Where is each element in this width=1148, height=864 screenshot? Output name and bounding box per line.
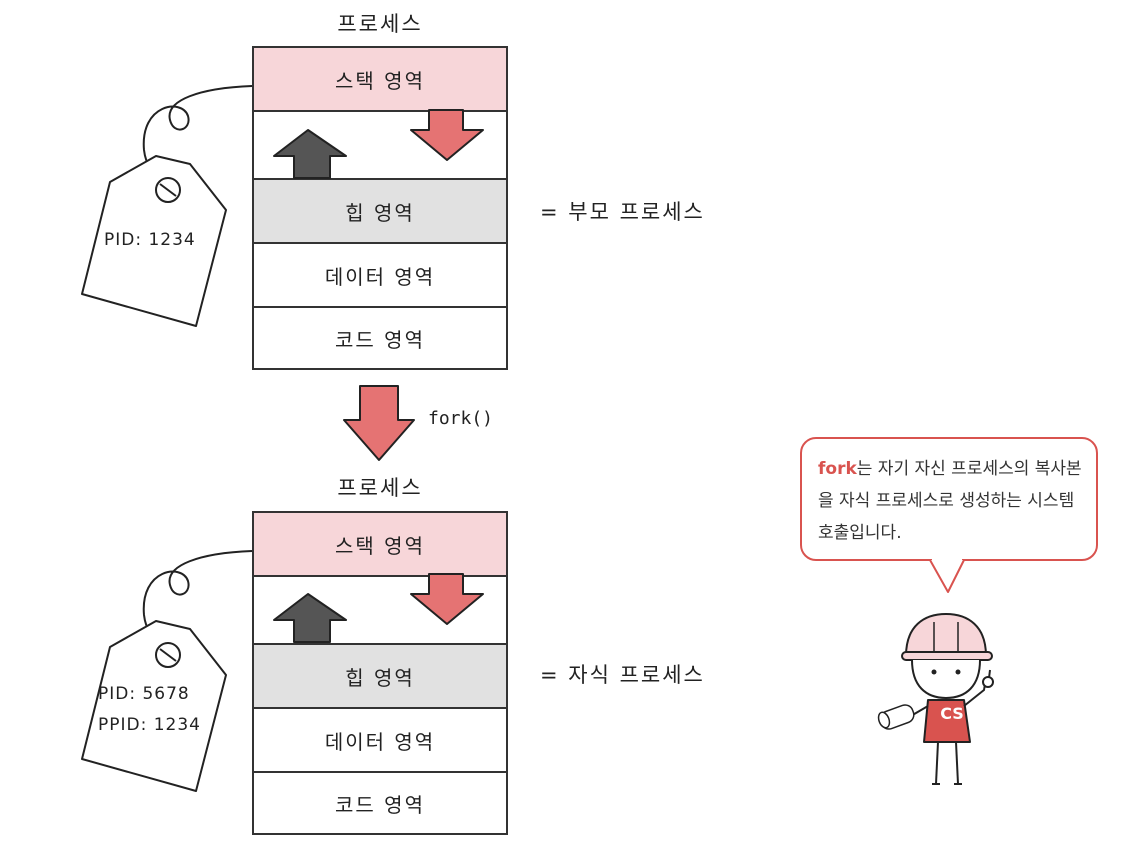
child-pid-text: PID: 5678 — [98, 684, 190, 704]
bubble-body: 는 자기 자신 프로세스의 복사본을 자식 프로세스로 생성하는 시스템 호출입… — [818, 459, 1082, 543]
parent-heap-segment: 힙 영역 — [254, 178, 506, 242]
speech-bubble-tail — [929, 558, 965, 593]
parent-heap-grow-up-icon — [273, 129, 347, 179]
fork-arrow-icon — [343, 385, 415, 461]
parent-stack-grow-down-icon — [410, 109, 484, 161]
child-code-label: 코드 영역 — [335, 792, 425, 817]
child-heap-label: 힙 영역 — [345, 665, 415, 690]
child-code-segment: 코드 영역 — [254, 771, 506, 833]
parent-pid-tag — [81, 85, 253, 327]
child-data-label: 데이터 영역 — [324, 729, 436, 754]
speech-bubble: fork는 자기 자신 프로세스의 복사본을 자식 프로세스로 생성하는 시스템… — [800, 437, 1098, 561]
parent-code-label: 코드 영역 — [335, 327, 425, 352]
child-heap-segment: 힙 영역 — [254, 643, 506, 707]
bubble-text: fork는 자기 자신 프로세스의 복사본을 자식 프로세스로 생성하는 시스템… — [818, 453, 1088, 549]
parent-process-title: 프로세스 — [337, 12, 423, 36]
parent-pid-text: PID: 1234 — [104, 230, 196, 250]
child-process-title: 프로세스 — [337, 476, 423, 500]
parent-heap-label: 힙 영역 — [345, 200, 415, 225]
cs-badge: CS — [940, 704, 964, 723]
child-ppid-text: PPID: 1234 — [98, 715, 202, 735]
child-data-segment: 데이터 영역 — [254, 707, 506, 771]
parent-data-segment: 데이터 영역 — [254, 242, 506, 306]
child-stack-segment: 스택 영역 — [254, 513, 506, 575]
child-process-label: = 자식 프로세스 — [540, 663, 705, 687]
child-stack-label: 스택 영역 — [335, 533, 425, 558]
child-heap-grow-up-icon — [273, 593, 347, 643]
parent-code-segment: 코드 영역 — [254, 306, 506, 368]
parent-memory-layout: 스택 영역 힙 영역 데이터 영역 코드 영역 — [252, 46, 508, 370]
parent-process-label: = 부모 프로세스 — [540, 200, 705, 224]
parent-stack-segment: 스택 영역 — [254, 48, 506, 110]
parent-data-label: 데이터 영역 — [324, 264, 436, 289]
cs-character-icon — [877, 612, 994, 785]
child-free-space — [254, 575, 506, 643]
parent-free-space — [254, 110, 506, 178]
child-pid-tag — [81, 550, 253, 792]
child-memory-layout: 스택 영역 힙 영역 데이터 영역 코드 영역 — [252, 511, 508, 835]
parent-stack-label: 스택 영역 — [335, 68, 425, 93]
bubble-highlight: fork — [818, 459, 857, 479]
fork-call-label: fork() — [428, 408, 494, 429]
child-stack-grow-down-icon — [410, 573, 484, 625]
